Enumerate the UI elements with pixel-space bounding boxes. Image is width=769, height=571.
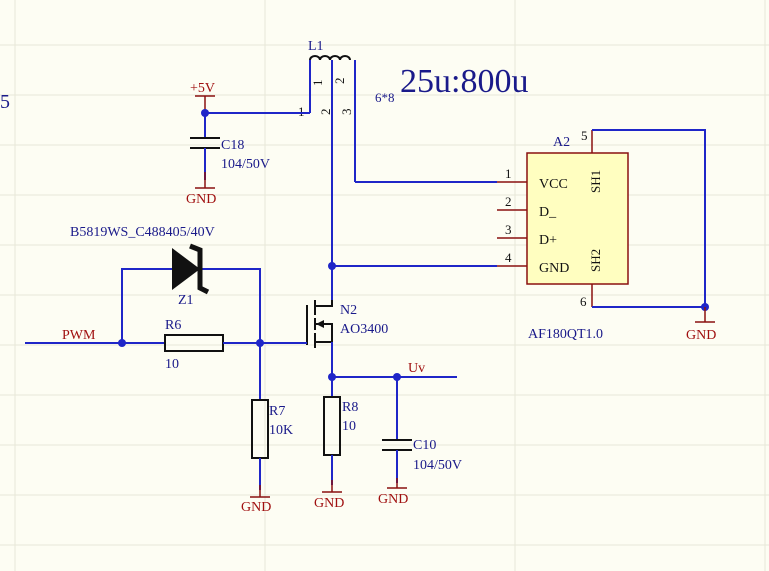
- gnd-label: GND: [186, 192, 216, 207]
- capacitor-c18[interactable]: C18 104/50V: [190, 113, 270, 180]
- ratio-note: 25u:800u: [400, 63, 528, 100]
- connector-pin-name: GND: [539, 261, 569, 276]
- resistor-r7[interactable]: R7 10K: [251, 343, 293, 490]
- connector-pin-name: D+: [539, 233, 557, 248]
- left-edge-text: 5: [0, 91, 10, 113]
- connector-pin-num: 1: [505, 166, 512, 181]
- connector-pin-name: D_: [539, 205, 557, 220]
- resistor-r8-ref: R8: [342, 400, 358, 415]
- inductor-pin-label: 2: [332, 78, 347, 85]
- connector-part: AF180QT1.0: [528, 327, 603, 342]
- inductor-coil-icon: [309, 55, 351, 61]
- power-5v[interactable]: +5V: [190, 81, 215, 113]
- gnd-label: GND: [314, 496, 344, 511]
- mosfet-part: AO3400: [340, 322, 388, 337]
- gnd-label: GND: [241, 500, 271, 515]
- connector-pin-num: 3: [505, 222, 512, 237]
- inductor-pin-label: 1: [298, 104, 305, 119]
- inductor-pin-label: 2: [318, 109, 333, 116]
- mosfet-ref: N2: [340, 303, 357, 318]
- connector-body: [526, 152, 629, 285]
- capacitor-c10[interactable]: C10 104/50V: [382, 377, 462, 483]
- resistor-r6-ref: R6: [165, 318, 181, 333]
- net-pwm-label: PWM: [62, 328, 96, 343]
- inductor-pin-label: 3: [339, 109, 354, 116]
- connector-pin-name: VCC: [539, 177, 568, 192]
- connector-shield-name: SH2: [588, 249, 603, 272]
- resistor-r8[interactable]: R8 10: [323, 377, 358, 485]
- resistor-r6-value: 10: [165, 357, 179, 372]
- gnd-label: GND: [686, 328, 716, 343]
- inductor-ref: L1: [308, 39, 324, 54]
- connector-ref: A2: [553, 135, 570, 150]
- ground-r7: GND: [241, 485, 271, 515]
- connector-shield-num: 5: [581, 128, 588, 143]
- connector-a2[interactable]: A2 AF180QT1.0 1 2 3 4 VCC D_ D+ GND 5 6 …: [497, 128, 629, 342]
- diode-ref: Z1: [178, 293, 194, 308]
- diode-z1[interactable]: B5819WS_C488405/40V Z1: [70, 225, 261, 343]
- ground-c10: GND: [378, 478, 408, 507]
- inductor-pin-label: 1: [310, 80, 325, 87]
- diode-icon: [172, 248, 200, 290]
- diode-part: B5819WS_C488405/40V: [70, 225, 215, 240]
- gnd-label: GND: [378, 492, 408, 507]
- capacitor-c18-ref: C18: [221, 138, 244, 153]
- ground-shield: GND: [686, 307, 716, 343]
- connector-shield-num: 6: [580, 294, 587, 309]
- connector-pin-num: 2: [505, 194, 512, 209]
- net-uv-label: Uv: [408, 361, 425, 376]
- capacitor-c18-value: 104/50V: [221, 157, 270, 172]
- connector-pin-num: 4: [505, 250, 512, 265]
- ground-c18: GND: [186, 172, 216, 207]
- power-5v-label: +5V: [190, 81, 215, 96]
- resistor-r7-value: 10K: [269, 423, 293, 438]
- ground-r8: GND: [314, 480, 344, 511]
- resistor-r8-value: 10: [342, 419, 356, 434]
- resistor-r6[interactable]: R6 10: [164, 318, 260, 372]
- inductor-l1[interactable]: L1 6*8 1 2 2 3 1: [298, 39, 395, 268]
- resistor-r7-ref: R7: [269, 404, 285, 419]
- mosfet-n2[interactable]: N2 AO3400: [260, 300, 388, 348]
- connector-shield-name: SH1: [588, 170, 603, 193]
- mosfet-arrow-icon: [316, 320, 324, 328]
- capacitor-c10-ref: C10: [413, 438, 436, 453]
- inductor-spec: 6*8: [375, 90, 395, 105]
- capacitor-c10-value: 104/50V: [413, 458, 462, 473]
